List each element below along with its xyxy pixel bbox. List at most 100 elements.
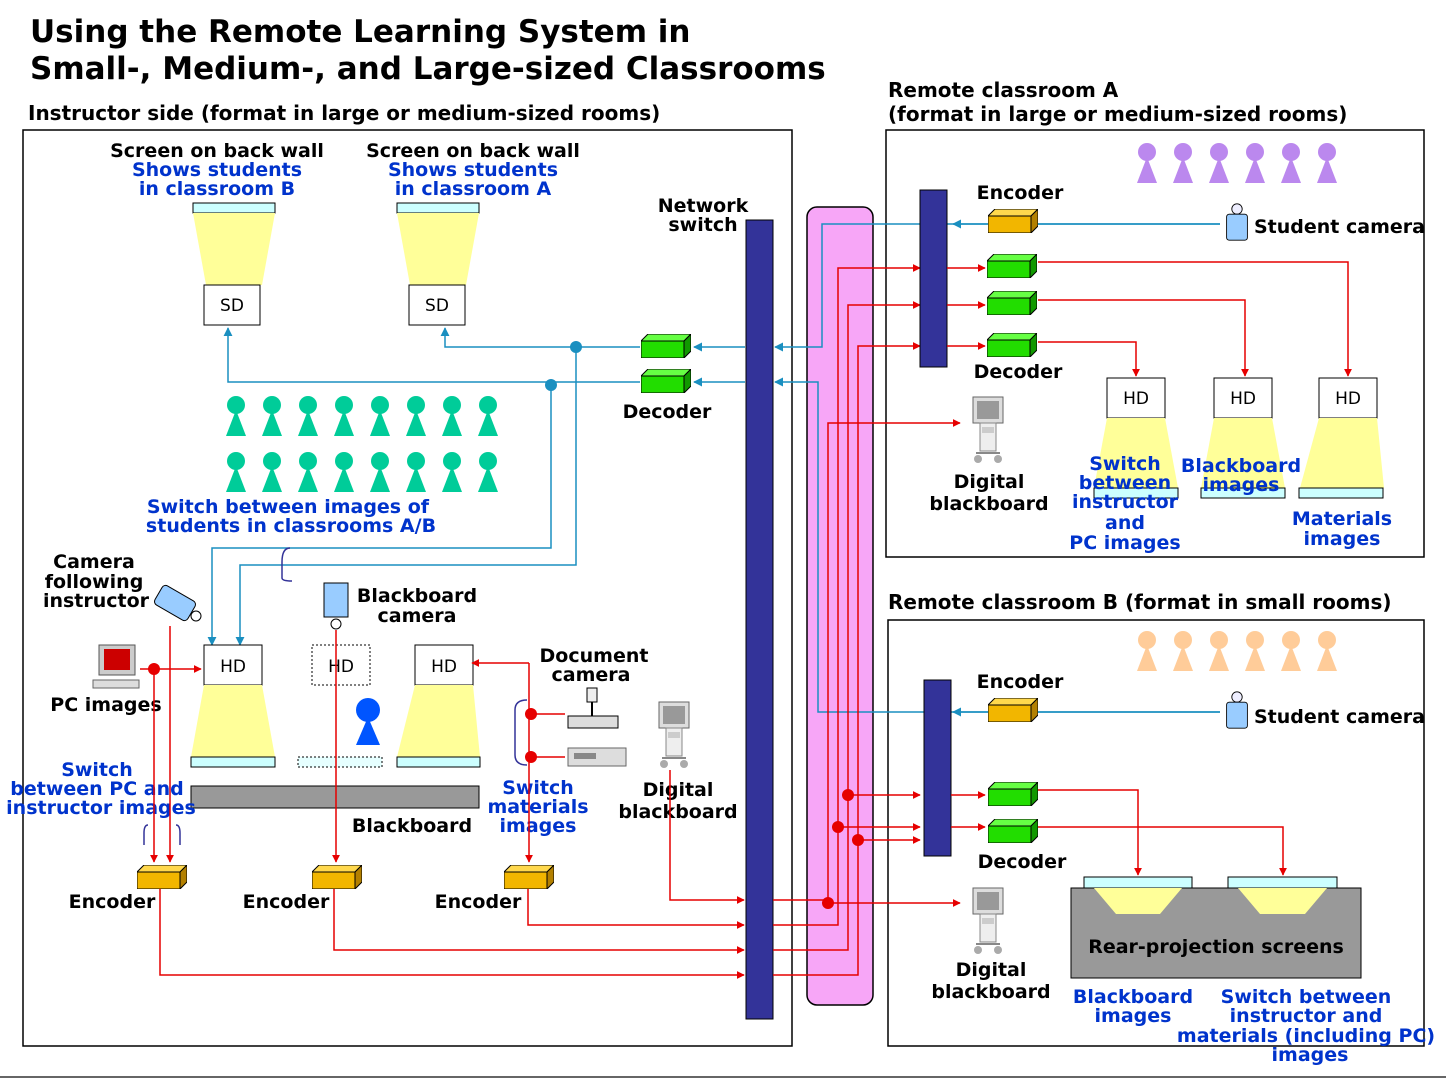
room-b-digital-blackboard-label-2: blackboard (931, 981, 1050, 1003)
room-a-red-lines (947, 261, 1352, 377)
room-a-switch-label-3: instructor (1072, 491, 1179, 513)
room-b-decoder-2 (988, 819, 1038, 843)
instructor-person-icon (356, 698, 380, 745)
beam (191, 685, 275, 757)
room-a-projector-3 (1318, 377, 1378, 419)
junction-dot (148, 663, 160, 675)
screen-surface (297, 756, 383, 768)
room-a-digital-blackboard-label-1: Digital (954, 471, 1025, 493)
students-instructor-room (226, 396, 498, 492)
room-a-digital-blackboard-icon (972, 396, 1004, 464)
room-b-panel (887, 619, 1425, 1047)
network-bus (806, 206, 874, 1006)
room-b-student-camera-label: Student camera (1254, 706, 1425, 728)
screen-surface (396, 756, 481, 768)
room-b-switch-label-2: instructor and (1230, 1005, 1383, 1027)
junction-dot (570, 341, 582, 353)
room-a-decoder-3 (987, 333, 1037, 357)
encoder-pc-label: Encoder (69, 891, 156, 913)
bracket (281, 547, 293, 582)
vcr-icon (567, 747, 627, 767)
room-a-blackboard-images-label-1: Blackboard (1181, 455, 1301, 477)
room-a-materials-label-1: Materials (1292, 508, 1392, 530)
projector-hd-blackboard-label: HD (328, 657, 354, 677)
room-a-projector-1-label: HD (1123, 389, 1149, 409)
room-b-encoder (988, 698, 1038, 722)
beam (1300, 418, 1384, 488)
screen-surface (1298, 487, 1384, 499)
beam (1238, 888, 1327, 914)
junction-dot (822, 897, 834, 909)
room-b-blackboard-images-label-1: Blackboard (1073, 986, 1193, 1008)
projector-hd-blackboard (311, 644, 371, 686)
switch-materials-label-1: Switch (502, 777, 574, 799)
switch-students-label-1: Switch between images of (147, 496, 430, 518)
projector-hd-pc-label: HD (220, 657, 246, 677)
page-title-line2: Small-, Medium-, and Large-sized Classro… (30, 51, 826, 87)
pc-images-label: PC images (50, 694, 161, 716)
screen-surface (1093, 487, 1179, 499)
room-a-projector-2-label: HD (1230, 389, 1256, 409)
encoder-blackboard-label: Encoder (243, 891, 330, 913)
blackboard-camera-icon (323, 582, 349, 630)
digital-blackboard-icon (658, 701, 690, 769)
room-b-decoder-1 (988, 782, 1038, 806)
digital-blackboard-label-1: Digital (643, 779, 714, 801)
room-a-materials-label-2: images (1304, 528, 1381, 550)
room-a-heading-line2: (format in large or medium-sized rooms) (888, 102, 1347, 126)
instructor-heading: Instructor side (format in large or medi… (28, 101, 660, 125)
encoder-pc (137, 865, 187, 889)
network-switch (745, 219, 774, 1020)
document-camera-label-1: Document (540, 645, 649, 667)
projector-sd-2 (408, 284, 466, 326)
junction-dot (525, 708, 537, 720)
room-a-switch-label-1: Switch (1089, 453, 1161, 475)
rear-screen-1 (1083, 876, 1193, 889)
screen1-sub2: in classroom B (139, 178, 295, 200)
switch-materials-label-2: materials (487, 796, 588, 818)
room-b-red-lines (951, 789, 1287, 876)
switch-pc-label-2: between PC and (10, 778, 183, 800)
switch-students-label-2: students in classrooms A/B (146, 515, 436, 537)
encoder-materials (504, 865, 554, 889)
room-b-heading: Remote classroom B (format in small room… (888, 590, 1392, 614)
junction-dot (852, 834, 864, 846)
tracking-camera-icon (154, 584, 202, 622)
room-b-digital-blackboard-label-1: Digital (956, 959, 1027, 981)
screen1-title: Screen on back wall (110, 140, 324, 162)
students-room-a (1137, 143, 1337, 183)
room-a-switch-label-4: and (1105, 512, 1145, 534)
switch-pc-label-3: instructor images (6, 797, 196, 819)
room-b-switch-label-3: materials (including PC) (1177, 1025, 1435, 1047)
room-a-digital-blackboard-label-2: blackboard (929, 493, 1048, 515)
screen2-sub2: in classroom A (395, 178, 552, 200)
room-a-decoder-2 (987, 291, 1037, 315)
bracket (514, 699, 528, 766)
screen1-sub1: Shows students (132, 159, 302, 181)
junction-dot (525, 751, 537, 763)
encoder-materials-label: Encoder (435, 891, 522, 913)
rear-projection-label: Rear-projection screens (1088, 936, 1344, 958)
screen-surface (190, 756, 276, 768)
room-a-student-camera-icon (1226, 203, 1248, 241)
decoder-instructor-label: Decoder (623, 401, 712, 423)
room-b-encoder-label: Encoder (977, 671, 1064, 693)
junction-dot (545, 379, 557, 391)
room-b-switch-label-4: images (1272, 1044, 1349, 1066)
room-a-decoder-label: Decoder (974, 361, 1063, 383)
room-a-projector-3-label: HD (1335, 389, 1361, 409)
screen2-surface (396, 202, 480, 214)
junction-dot (842, 789, 854, 801)
projector-sd-2-label: SD (425, 296, 449, 316)
screen2-beam (397, 213, 479, 285)
page-title-line1: Using the Remote Learning System in (30, 14, 691, 50)
room-a-heading-line1: Remote classroom A (888, 78, 1119, 102)
instructor-blue-lines (207, 219, 1220, 717)
room-a-blackboard-images-label-2: images (1203, 474, 1280, 496)
document-camera-label-2: camera (552, 664, 631, 686)
room-b-blackboard-images-label-2: images (1095, 1005, 1172, 1027)
screen1-beam (193, 213, 275, 285)
pc-icon (92, 644, 140, 689)
students-room-b (1137, 631, 1337, 671)
screen1-surface (192, 202, 276, 214)
